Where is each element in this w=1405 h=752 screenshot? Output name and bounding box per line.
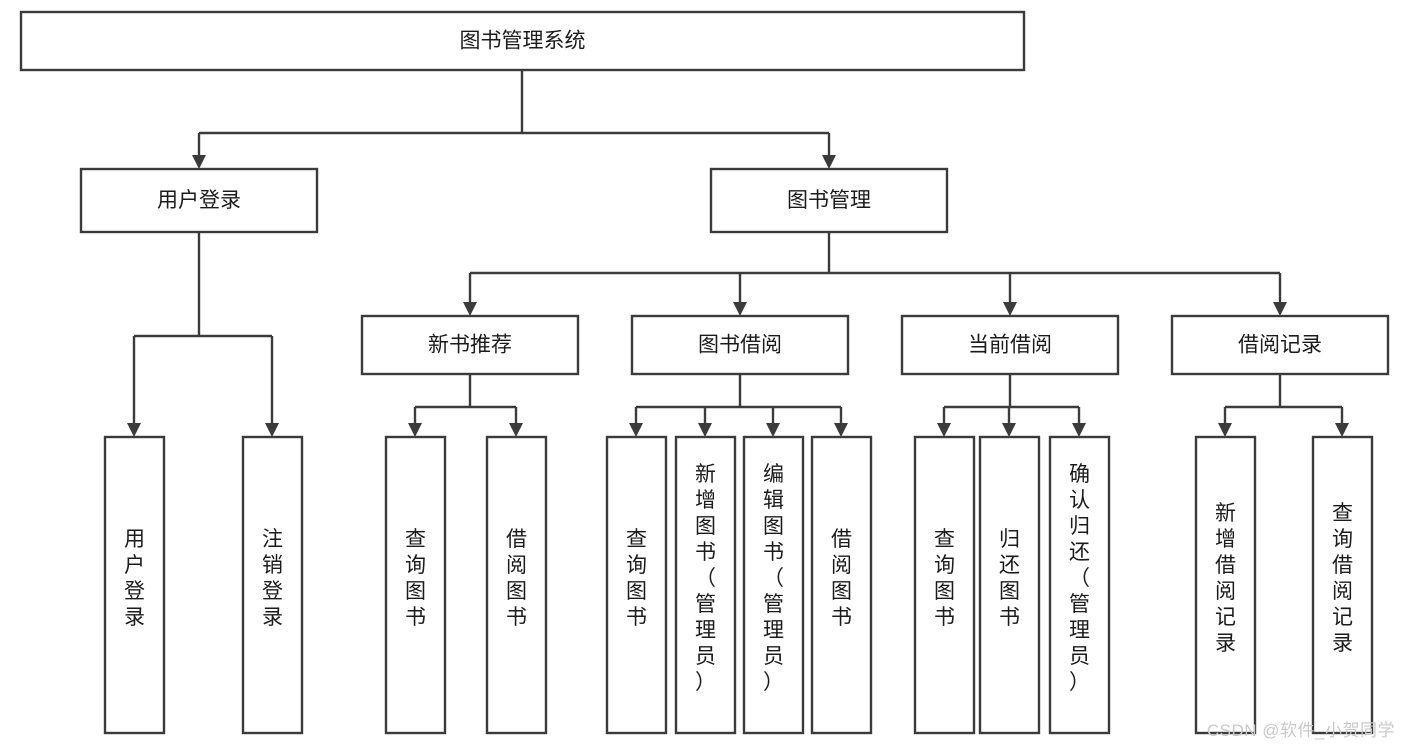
node-label: 注销登录	[262, 528, 283, 629]
arrow-head-icon	[629, 423, 643, 437]
node-rect	[241, 435, 304, 735]
node-leaf-user-login[interactable]: 用户登录	[103, 435, 166, 735]
node-leaf-borrow-book-1[interactable]: 借阅图书	[485, 435, 548, 735]
node-rect	[900, 314, 1120, 376]
arrow-head-icon	[1273, 302, 1287, 316]
branch-connector	[463, 232, 1287, 316]
node-label: 新书推荐	[428, 334, 512, 357]
node-leaf-add-record[interactable]: 新增借阅记录	[1194, 435, 1257, 735]
node-rect	[742, 435, 805, 735]
branch-connector	[629, 374, 848, 437]
node-leaf-query-record[interactable]: 查询借阅记录	[1311, 435, 1374, 735]
arrow-head-icon	[1072, 423, 1086, 437]
node-rect	[360, 314, 580, 376]
branch-connector	[127, 232, 279, 437]
node-label: 新增借阅记录	[1215, 502, 1236, 655]
node-leaf-logout[interactable]: 注销登录	[241, 435, 304, 735]
node-leaf-return-book[interactable]: 归还图书	[978, 435, 1041, 735]
arrow-head-icon	[509, 423, 523, 437]
arrow-head-icon	[766, 423, 780, 437]
node-book-borrow[interactable]: 图书借阅	[630, 314, 850, 376]
node-rect	[605, 435, 668, 735]
watermark-text: CSDN @软件_小贺同学	[1206, 721, 1395, 740]
node-rect	[1170, 314, 1390, 376]
arrow-head-icon	[192, 155, 206, 169]
node-label: 查询图书	[934, 528, 955, 629]
node-root-system[interactable]: 图书管理系统	[19, 10, 1026, 72]
node-label: 借阅记录	[1238, 334, 1322, 357]
connector-layer	[127, 70, 1349, 437]
arrow-head-icon	[127, 423, 141, 437]
node-rect	[1311, 435, 1374, 735]
node-rect	[810, 435, 873, 735]
node-rect	[913, 435, 976, 735]
arrow-head-icon	[1218, 423, 1232, 437]
node-label: 确认归还（管理员）	[1069, 463, 1090, 694]
node-rect	[485, 435, 548, 735]
arrow-head-icon	[1335, 423, 1349, 437]
arrow-head-icon	[733, 302, 747, 316]
node-rect	[1194, 435, 1257, 735]
branch-connector	[408, 374, 523, 437]
node-label: 查询图书	[405, 528, 426, 629]
node-label: 编辑图书（管理员）	[763, 463, 784, 694]
arrow-head-icon	[265, 423, 279, 437]
node-leaf-query-book-1[interactable]: 查询图书	[384, 435, 447, 735]
node-layer: 图书管理系统用户登录图书管理新书推荐图书借阅当前借阅借阅记录用户登录注销登录查询…	[19, 10, 1390, 735]
node-new-book-rec[interactable]: 新书推荐	[360, 314, 580, 376]
arrow-head-icon	[698, 423, 712, 437]
arrow-head-icon	[408, 423, 422, 437]
node-label: 用户登录	[157, 189, 241, 212]
node-rect	[674, 435, 737, 735]
node-label: 归还图书	[999, 528, 1020, 629]
node-leaf-query-book-3[interactable]: 查询图书	[913, 435, 976, 735]
arrow-head-icon	[834, 423, 848, 437]
node-leaf-confirm-return[interactable]: 确认归还（管理员）	[1048, 435, 1111, 735]
node-label: 查询借阅记录	[1332, 502, 1353, 655]
node-current-borrow[interactable]: 当前借阅	[900, 314, 1120, 376]
node-label: 当前借阅	[968, 334, 1052, 357]
arrow-head-icon	[1002, 423, 1016, 437]
node-book-manage[interactable]: 图书管理	[709, 167, 949, 234]
node-rect	[1048, 435, 1111, 735]
node-label: 借阅图书	[831, 528, 852, 629]
node-leaf-borrow-book-2[interactable]: 借阅图书	[810, 435, 873, 735]
node-rect	[630, 314, 850, 376]
branch-connector	[1218, 374, 1349, 437]
node-leaf-add-book[interactable]: 新增图书（管理员）	[674, 435, 737, 735]
arrow-head-icon	[463, 302, 477, 316]
arrow-head-icon	[937, 423, 951, 437]
branch-connector	[192, 70, 836, 169]
arrow-head-icon	[1003, 302, 1017, 316]
node-rect	[384, 435, 447, 735]
arrow-head-icon	[822, 155, 836, 169]
node-label: 用户登录	[124, 528, 145, 629]
node-label: 新增图书（管理员）	[695, 463, 716, 694]
node-borrow-record[interactable]: 借阅记录	[1170, 314, 1390, 376]
branch-connector	[937, 374, 1086, 437]
node-label: 图书管理系统	[460, 30, 586, 53]
node-leaf-query-book-2[interactable]: 查询图书	[605, 435, 668, 735]
node-rect	[103, 435, 166, 735]
node-user-login[interactable]: 用户登录	[79, 167, 319, 234]
node-rect	[19, 10, 1026, 72]
node-rect	[978, 435, 1041, 735]
node-label: 借阅图书	[506, 528, 527, 629]
node-rect	[79, 167, 319, 234]
node-label: 图书管理	[787, 189, 871, 212]
node-leaf-edit-book[interactable]: 编辑图书（管理员）	[742, 435, 805, 735]
node-label: 查询图书	[626, 528, 647, 629]
node-label: 图书借阅	[698, 334, 782, 357]
node-rect	[709, 167, 949, 234]
